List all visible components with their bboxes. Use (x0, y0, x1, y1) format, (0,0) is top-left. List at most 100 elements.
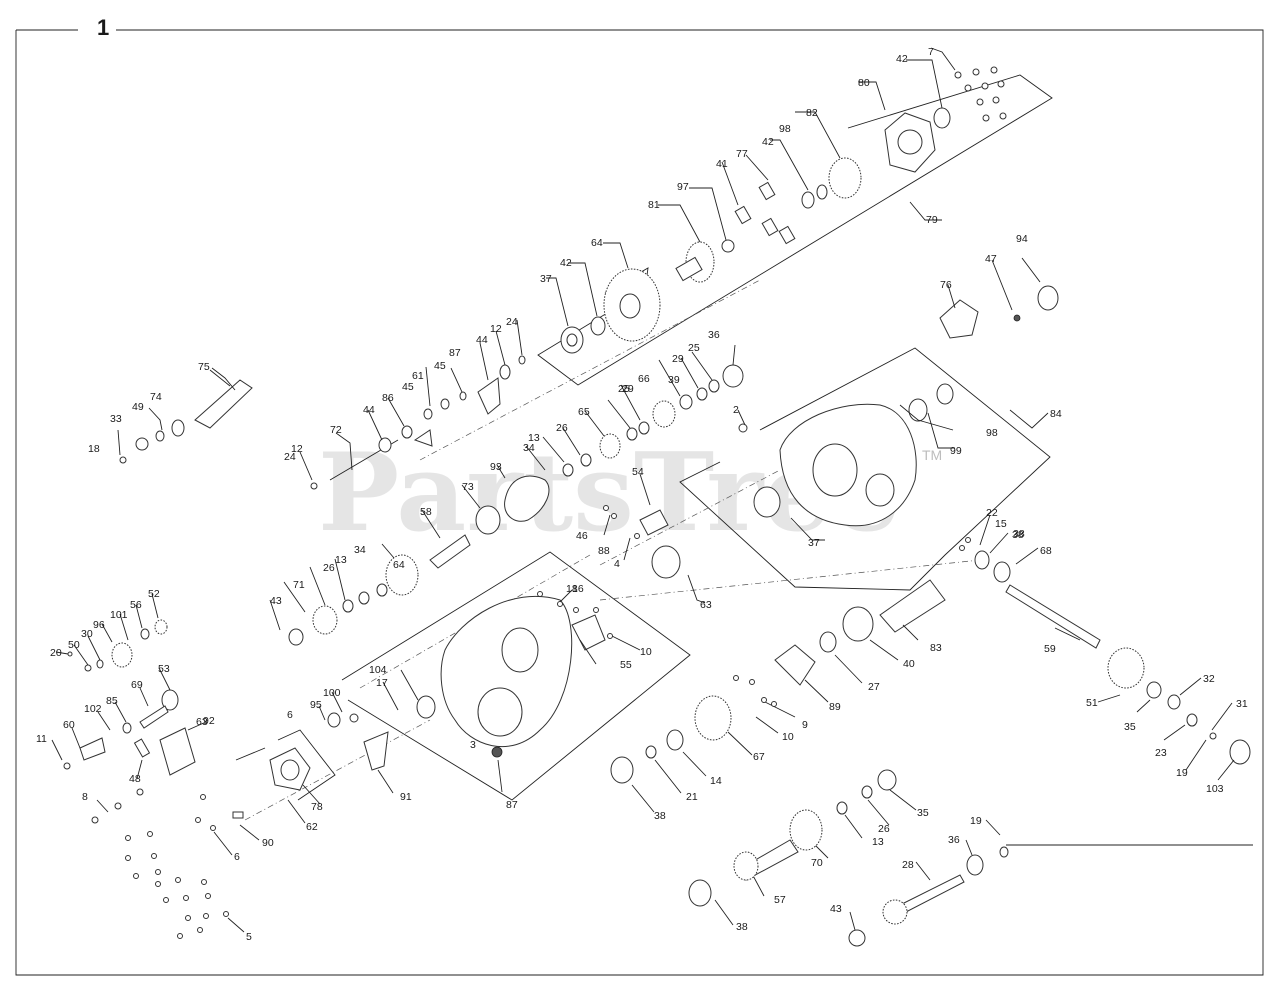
part-label-85: 85 (106, 695, 118, 707)
part-label-53: 53 (158, 663, 170, 675)
bearing-40 (842, 606, 874, 642)
shaft-69 (139, 705, 169, 729)
fork-54 (639, 509, 669, 536)
part-label-84: 84 (1050, 408, 1062, 420)
part-label-17: 17 (376, 677, 388, 689)
ring-86 (122, 722, 132, 734)
part-label-78: 78 (311, 801, 323, 813)
housing-85-bore (812, 443, 858, 497)
part-label-14: 14 (710, 775, 722, 787)
part-label-25: 25 (688, 342, 700, 354)
part-label-46: 46 (576, 530, 588, 542)
part-label-37: 37 (540, 273, 552, 285)
ring-26a (580, 453, 592, 467)
pin-61 (440, 398, 450, 410)
seal-52 (154, 619, 168, 635)
part-label-39: 39 (668, 374, 680, 386)
part-label-99: 99 (950, 445, 962, 457)
part-label-3: 3 (470, 739, 476, 751)
part-label-98: 98 (779, 123, 791, 135)
part-label-57: 57 (774, 894, 786, 906)
part-label-67: 67 (753, 751, 765, 763)
pin-20 (67, 651, 73, 657)
part-label-38: 38 (1013, 528, 1025, 540)
bearing-37-inner (566, 333, 578, 347)
part-label-26: 26 (878, 823, 890, 835)
part-label-20: 20 (50, 647, 62, 659)
seal-32 (1167, 694, 1181, 710)
part-label-5: 5 (246, 931, 252, 943)
part-label-28: 28 (902, 859, 914, 871)
bushing-74 (171, 419, 185, 437)
part-label-10: 10 (782, 731, 794, 743)
part-label-47: 47 (985, 253, 997, 265)
part-label-34: 34 (523, 442, 535, 454)
seal-106 (416, 695, 436, 719)
part-label-13: 13 (335, 554, 347, 566)
part-label-51: 51 (1086, 697, 1098, 709)
bracket-76 (939, 299, 979, 339)
ring-34b (376, 583, 388, 597)
axle-59 (1005, 584, 1101, 649)
part-label-61: 61 (412, 370, 424, 382)
part-label-68: 68 (1040, 545, 1052, 557)
seal-63 (651, 545, 681, 579)
housing-88-bore2 (501, 627, 539, 673)
part-label-76: 76 (940, 279, 952, 291)
gear-65 (599, 433, 621, 459)
bearing-42-top (933, 107, 951, 129)
part-label-92: 92 (203, 715, 215, 727)
part-label-56: 56 (130, 599, 142, 611)
part-label-100: 100 (323, 687, 341, 699)
part-label-27: 27 (868, 681, 880, 693)
lever-92 (363, 731, 389, 771)
washer-33 (135, 437, 149, 451)
part-label-21: 21 (686, 791, 698, 803)
watermark-tm: TM (922, 447, 942, 463)
part-label-12: 12 (291, 443, 303, 455)
part-label-80: 80 (858, 77, 870, 89)
part-label-32: 32 (1203, 673, 1215, 685)
diagram-frame: 1 (15, 15, 1264, 976)
bearing-42-mid (801, 191, 815, 209)
part-label-90: 90 (262, 837, 274, 849)
part-label-64: 64 (591, 237, 603, 249)
part-label-11: 11 (36, 733, 47, 745)
part-label-45: 45 (402, 381, 414, 393)
ring-13b (358, 591, 370, 605)
gear-84-hub (619, 293, 641, 319)
part-label-72: 72 (330, 424, 342, 436)
spring-48 (133, 738, 151, 758)
part-label-24: 24 (506, 316, 518, 328)
part-label-45: 45 (434, 360, 446, 372)
ring-29b (638, 421, 650, 435)
clip-12 (518, 355, 526, 365)
part-label-7: 7 (928, 46, 934, 58)
gear-67 (694, 695, 732, 741)
bearing-38a (610, 756, 634, 784)
clip-18 (119, 456, 127, 464)
part-label-29: 29 (622, 383, 634, 395)
part-label-22: 22 (986, 507, 998, 519)
part-label-52: 52 (148, 588, 160, 600)
part-label-30: 30 (81, 628, 93, 640)
part-label-48: 48 (129, 773, 141, 785)
clip-31 (1209, 732, 1217, 740)
bearing-42-low (590, 316, 606, 336)
part-label-58: 58 (420, 506, 432, 518)
washer-50 (84, 664, 92, 672)
housing-88-bore (477, 687, 523, 737)
part-label-35: 35 (917, 807, 929, 819)
washer-98-b (721, 239, 735, 253)
seal-68 (993, 561, 1011, 583)
seal-37-mid (753, 486, 781, 518)
housing-88 (440, 595, 573, 748)
part-label-40: 40 (903, 658, 915, 670)
clip-23 (1186, 713, 1198, 727)
clip-24 (310, 482, 318, 490)
plate-60 (79, 737, 106, 761)
part-label-73: 73 (462, 481, 474, 493)
part-label-95: 95 (310, 699, 322, 711)
part-label-97: 97 (677, 181, 689, 193)
